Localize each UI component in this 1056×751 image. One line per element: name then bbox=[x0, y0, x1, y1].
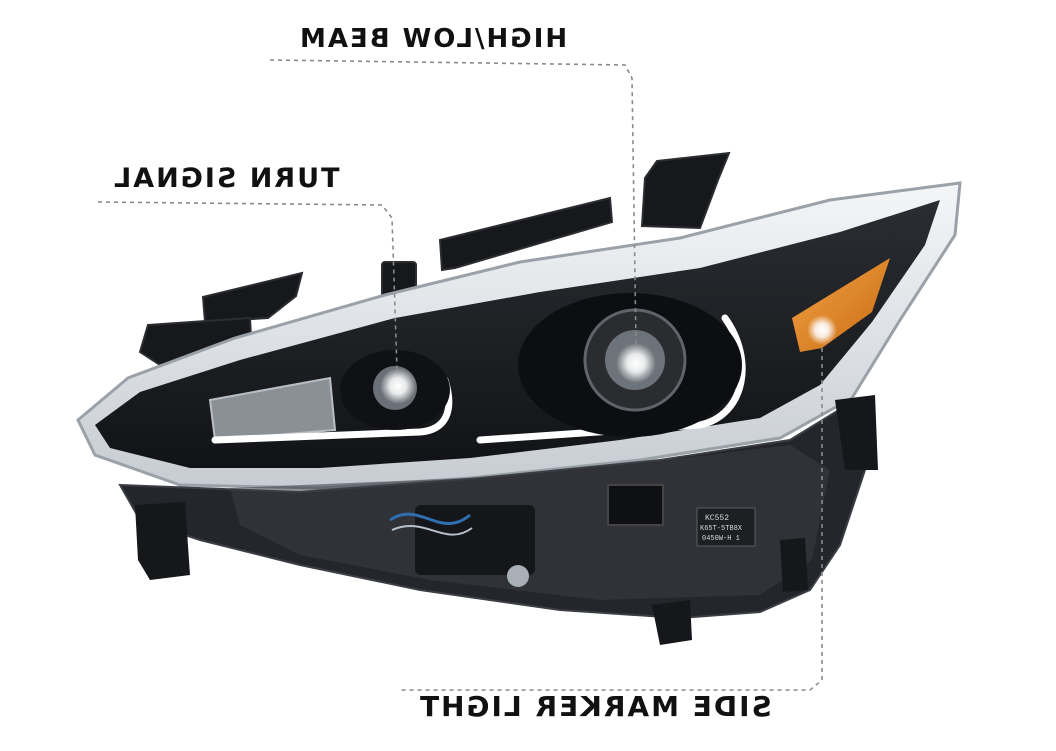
part-label-line1: KC552 bbox=[705, 514, 729, 523]
leader-line-turn-signal bbox=[97, 201, 398, 371]
leader-line-side-marker bbox=[400, 348, 823, 691]
callout-turn-signal: TURN SIGNAL bbox=[112, 163, 340, 194]
part-label-line3: 0450W-H 1 bbox=[702, 535, 740, 543]
glow-side-marker bbox=[807, 315, 837, 345]
square-port bbox=[607, 484, 664, 526]
leader-line-high-low-beam bbox=[269, 59, 637, 346]
adjuster-knob bbox=[507, 565, 529, 587]
glow-turn-signal bbox=[380, 368, 416, 404]
callout-high-low-beam: HIGH/LOW BEAM bbox=[298, 24, 568, 54]
part-label-line2: K65T-5TB8X bbox=[700, 525, 743, 533]
wiring-connector bbox=[389, 505, 535, 575]
turn-signal-strip bbox=[208, 376, 337, 442]
callout-side-marker-light: SIDE MARKER LIGHT bbox=[418, 690, 772, 723]
drl-light-guide-right bbox=[476, 314, 746, 444]
lower-brackets bbox=[135, 395, 878, 645]
glow-high-low-beam bbox=[616, 343, 656, 383]
part-label-sticker: KC552 K65T-5TB8X 0450W-H 1 bbox=[696, 507, 756, 547]
